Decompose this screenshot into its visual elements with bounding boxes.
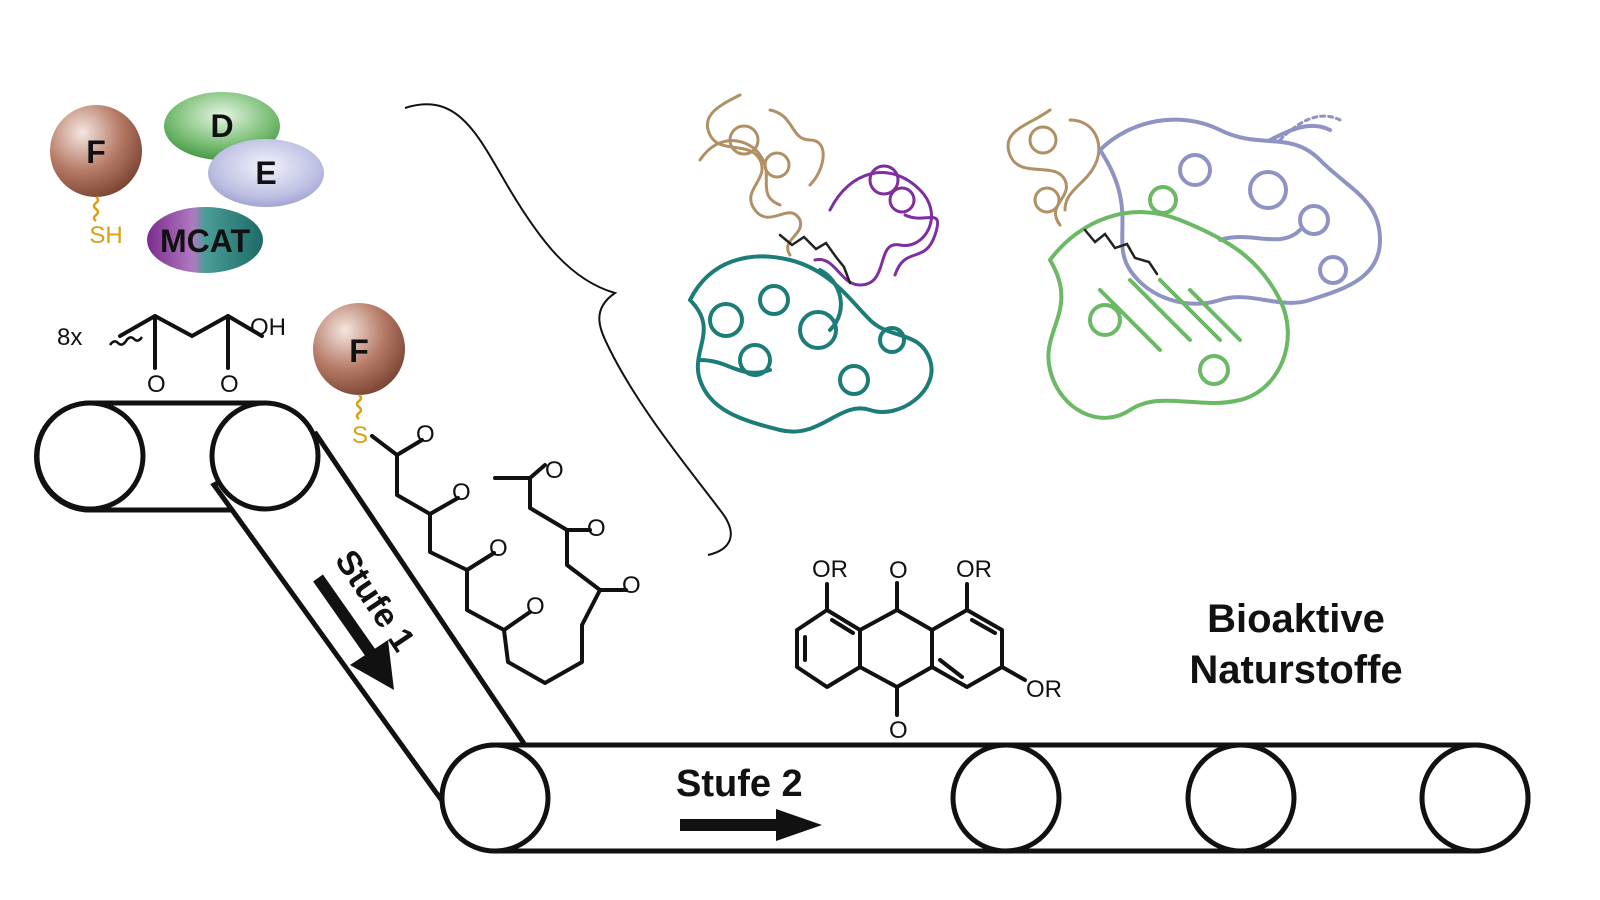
protein-f-label: F — [86, 134, 106, 170]
dbl-2 — [830, 618, 855, 635]
struct-right-green — [1046, 185, 1290, 420]
struct-right-dashed — [1278, 114, 1342, 142]
acp-f-label: F — [349, 333, 369, 369]
sh-linker — [92, 196, 100, 222]
enzyme-cluster: F D E MCAT SH — [50, 92, 324, 273]
substrate-o-left: O — [147, 371, 166, 398]
stage1-arrow-shaft — [313, 574, 377, 659]
protein-e — [208, 139, 324, 207]
acp-f — [313, 303, 405, 395]
roller-3[interactable] — [439, 742, 551, 854]
co-7 — [528, 463, 547, 480]
struct-left-ligand — [778, 233, 852, 285]
sh-label: SH — [89, 222, 122, 249]
protein-mcat — [147, 207, 263, 273]
co-3 — [465, 551, 496, 572]
ketone-o-6: O — [587, 515, 606, 542]
struct-left-purple — [813, 164, 940, 287]
brace — [404, 103, 732, 556]
o-top: O — [889, 557, 908, 584]
ketone-o-4: O — [526, 593, 545, 620]
substrate-o-right: O — [220, 371, 239, 398]
substrate-chain — [118, 314, 264, 338]
co-4 — [502, 610, 532, 632]
struct-right-ligand — [1083, 228, 1159, 276]
ketone-o-2: O — [452, 479, 471, 506]
substrate-oh: OH — [250, 314, 286, 341]
stage1-arrow-head — [350, 640, 394, 690]
protein-structure-right — [1006, 108, 1383, 420]
protein-e-label: E — [255, 155, 276, 191]
result-line2: Naturstoffe — [1189, 648, 1402, 692]
wavy-bond — [108, 336, 144, 346]
struct-right-tan — [1006, 108, 1101, 227]
conveyor-belt: Stufe 1 Stufe 2 — [34, 400, 1531, 854]
roller-6[interactable] — [1419, 742, 1531, 854]
ring-right — [930, 608, 1004, 689]
protein-f — [50, 105, 142, 197]
or-bond-lower — [1000, 665, 1027, 682]
stage2-label: Stufe 2 — [676, 763, 803, 805]
loaded-acp: F S O O O O O O O — [313, 303, 641, 685]
struct-left-tan — [698, 93, 825, 257]
or-top-left: OR — [812, 556, 848, 583]
anthraquinone-product: OR OR OR O O — [795, 556, 1062, 744]
stage2-arrow-head — [776, 809, 822, 841]
roller-4[interactable] — [950, 742, 1062, 854]
ketone-o-3: O — [489, 535, 508, 562]
ring-middle — [858, 608, 934, 689]
o-bottom: O — [889, 717, 908, 744]
malonyl-substrate: 8x OH O O — [57, 314, 286, 398]
protein-d-label: D — [210, 108, 233, 144]
dbl-4 — [938, 658, 964, 679]
acp-s-label: S — [352, 422, 368, 449]
ketone-o-7: O — [545, 457, 564, 484]
acp-linker — [355, 394, 363, 420]
struct-right-lavender — [1098, 117, 1383, 306]
roller-5[interactable] — [1185, 742, 1297, 854]
co-2 — [428, 496, 460, 516]
or-top-right: OR — [956, 556, 992, 583]
co-1 — [395, 438, 424, 457]
protein-structure-left — [688, 93, 940, 434]
result-label: Bioaktive Naturstoffe — [1189, 597, 1402, 692]
struct-left-teal — [688, 254, 934, 434]
roller-1[interactable] — [34, 400, 146, 512]
ketone-o-5: O — [622, 572, 641, 599]
dbl-3 — [970, 618, 997, 635]
protein-mcat-label: MCAT — [160, 223, 251, 259]
multiplier-label: 8x — [57, 324, 82, 351]
result-line1: Bioaktive — [1207, 597, 1385, 641]
ketone-o-1: O — [416, 421, 435, 448]
roller-2[interactable] — [209, 400, 321, 512]
or-right: OR — [1026, 676, 1062, 703]
polyketide-chain — [370, 434, 602, 685]
